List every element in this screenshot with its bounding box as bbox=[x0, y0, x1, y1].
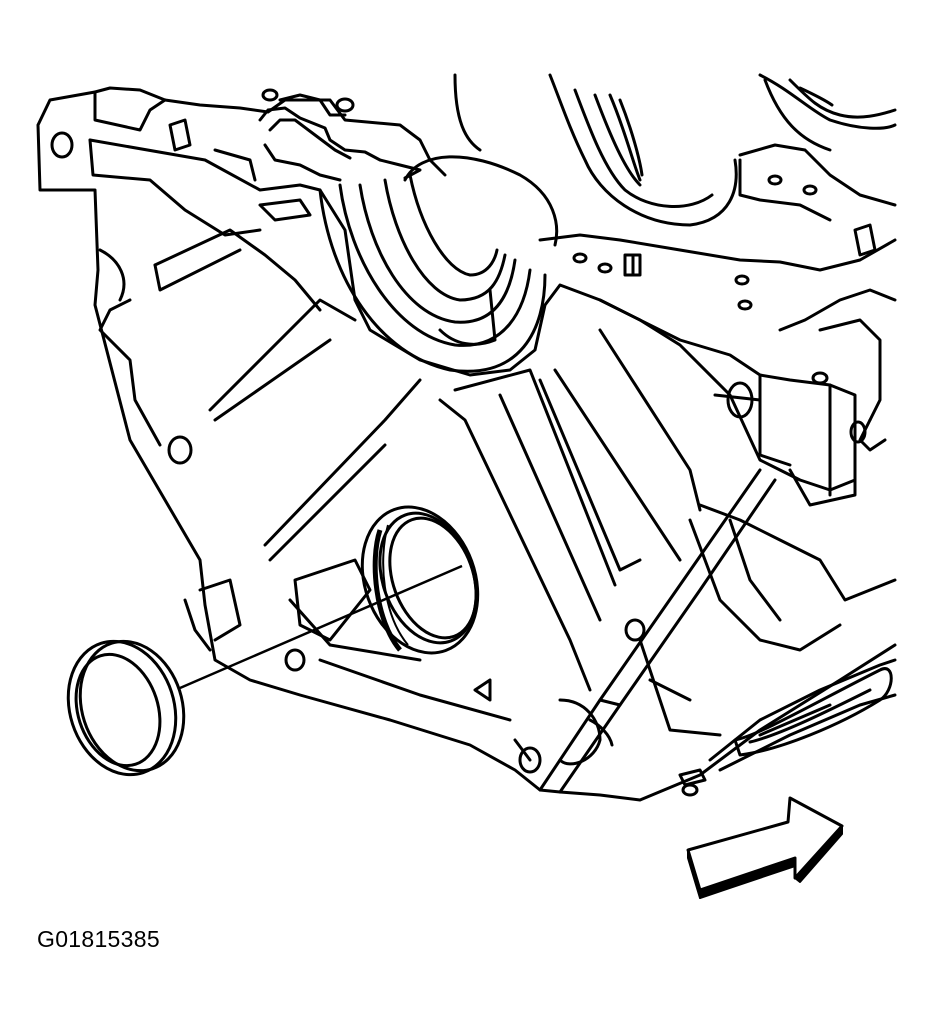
bolt-holes bbox=[52, 90, 865, 795]
bolt-hole bbox=[851, 422, 865, 442]
bolt-hole bbox=[683, 785, 697, 795]
seal-bore bbox=[343, 491, 498, 670]
figure-id-label: G01815385 bbox=[37, 926, 160, 952]
bolt-hole bbox=[574, 254, 586, 262]
bolt-hole bbox=[169, 437, 191, 463]
bolt-hole bbox=[52, 133, 72, 157]
direction-arrow bbox=[688, 798, 842, 898]
crankshaft-rear-oil-seal bbox=[52, 627, 200, 788]
leader-line bbox=[180, 566, 462, 688]
bolt-hole bbox=[769, 176, 781, 184]
bolt-hole bbox=[599, 264, 611, 272]
bolt-hole bbox=[736, 276, 748, 284]
engine-block bbox=[38, 75, 895, 800]
bolt-hole bbox=[520, 748, 540, 772]
bolt-hole bbox=[728, 383, 752, 417]
bolt-hole bbox=[626, 620, 644, 640]
bolt-hole bbox=[337, 99, 353, 111]
bolt-hole bbox=[813, 373, 827, 383]
bolt-hole bbox=[263, 90, 277, 100]
bolt-hole bbox=[286, 650, 304, 670]
bolt-hole bbox=[739, 301, 751, 309]
bolt-hole bbox=[804, 186, 816, 194]
